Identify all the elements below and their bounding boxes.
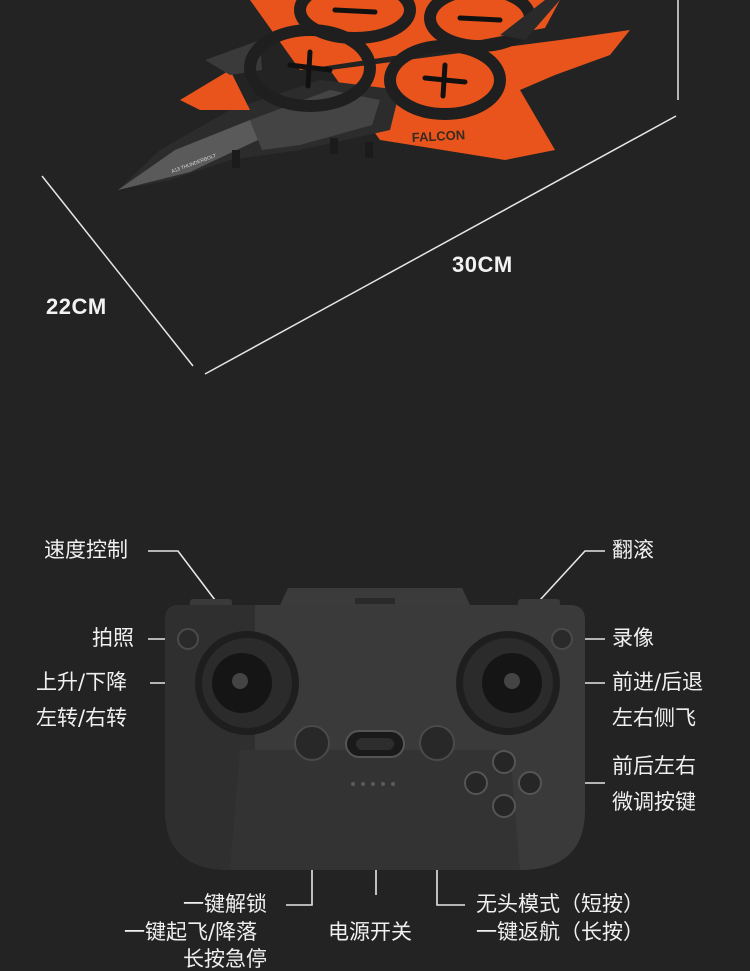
label-trim-line1: 前后左右 [612, 754, 696, 778]
right-joystick[interactable] [456, 631, 560, 735]
label-speed-control: 速度控制 [44, 538, 128, 562]
drone-tail-fin [500, 0, 560, 40]
indicator-lights [351, 782, 395, 786]
drone-nose [118, 120, 258, 190]
drone-wing-left [180, 70, 250, 110]
headless-button[interactable] [419, 725, 455, 761]
drone-illustration: FALCON A13 THUNDERBOLT [41, 0, 679, 375]
width-dimension-label: 22CM [46, 294, 107, 319]
label-up-down: 上升/下降 [36, 670, 128, 694]
power-switch[interactable] [345, 730, 405, 758]
label-takeoff-land: 一键起飞/降落 [124, 920, 258, 944]
remote-controller [148, 550, 605, 906]
length-dimension-label: 30CM [452, 252, 513, 277]
label-trim-line2: 微调按键 [612, 790, 696, 814]
label-return-home: 一键返航（长按） [476, 920, 644, 944]
dimension-line-width [41, 175, 194, 367]
label-photo: 拍照 [92, 626, 134, 650]
label-turn-left-right: 左转/右转 [36, 706, 128, 730]
drone-panel [250, 90, 380, 150]
rotor-ring-2 [384, 40, 506, 120]
label-video: 录像 [612, 626, 654, 650]
label-side-fly: 左右侧飞 [612, 706, 696, 730]
label-roll: 翻滚 [612, 538, 654, 562]
left-joystick[interactable] [195, 631, 299, 735]
label-headless: 无头模式（短按） [476, 892, 644, 916]
label-forward-back: 前进/后退 [612, 670, 704, 694]
dimension-line-length [204, 115, 677, 375]
trim-buttons[interactable] [464, 750, 542, 818]
rotor-ring-3 [294, 0, 416, 44]
label-unlock: 一键解锁 [183, 892, 267, 916]
video-button[interactable] [551, 628, 573, 650]
label-power-switch: 电源开关 [328, 920, 412, 944]
photo-button[interactable] [177, 628, 199, 650]
drone-brand-logo: FALCON [411, 127, 465, 145]
unlock-button[interactable] [294, 725, 330, 761]
